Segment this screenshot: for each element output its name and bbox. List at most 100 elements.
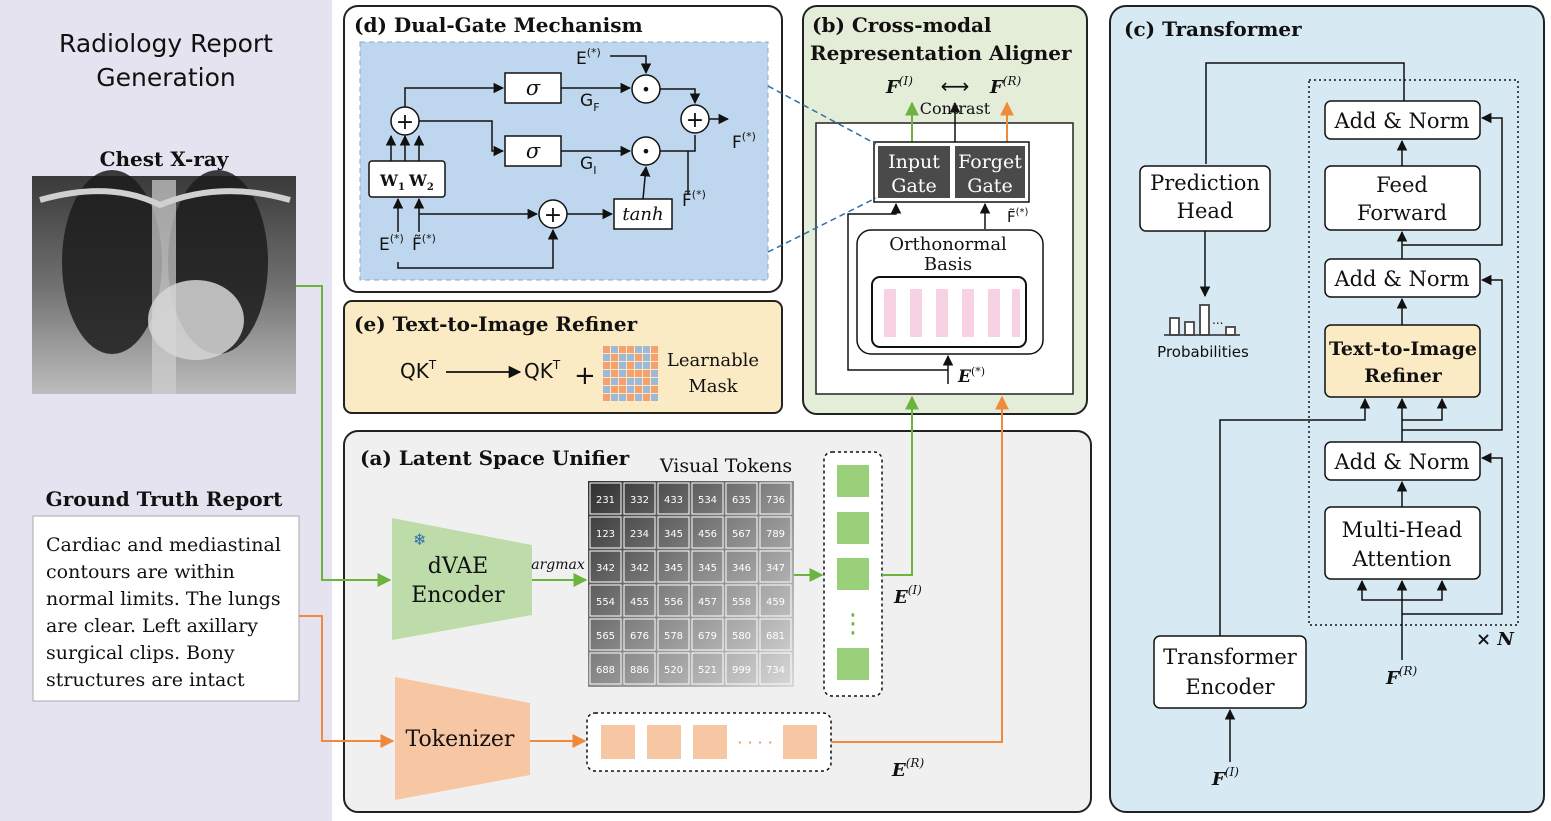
e-image-label: E(I) — [893, 583, 922, 608]
panel-d-title: (d) Dual-Gate Mechanism — [354, 13, 643, 37]
mask-cell — [651, 346, 658, 353]
mask-cell — [619, 378, 626, 385]
visual-token-value: 345 — [664, 529, 683, 540]
visual-token-cell — [589, 584, 622, 617]
mask-cell — [611, 378, 618, 385]
text-embedding-cells — [601, 725, 817, 759]
left-heading-line2: Generation — [96, 63, 235, 92]
feed-forward-label-1: Feed — [1376, 173, 1428, 197]
svg-text:•: • — [641, 142, 650, 161]
mask-cell — [651, 386, 658, 393]
mask-cell — [643, 378, 650, 385]
basis-label-1: Orthonormal — [889, 234, 1007, 255]
visual-token-cell — [759, 516, 792, 549]
report-box — [32, 515, 300, 702]
mask-cell — [651, 354, 658, 361]
f-tilde-input-label: F̃(*) — [412, 232, 436, 255]
visual-token-value: 679 — [698, 631, 717, 642]
visual-token-value: 457 — [698, 597, 717, 608]
mask-cell — [643, 370, 650, 377]
panel-e-refiner — [343, 300, 783, 414]
visual-token-value: 580 — [732, 631, 751, 642]
ground-truth-title: Ground Truth Report — [46, 487, 283, 511]
times-n-label: × N — [1476, 629, 1515, 650]
visual-token-cell — [759, 550, 792, 583]
image-flow-arrow — [296, 285, 392, 587]
visual-token-cell — [725, 516, 758, 549]
horizontal-ellipsis: · · · · — [737, 733, 773, 752]
decoder-to-head-arrow — [1205, 62, 1405, 164]
visual-token-value: 342 — [630, 563, 649, 574]
visual-token-cell — [623, 584, 656, 617]
mask-cell — [627, 362, 634, 369]
mask-cell — [611, 346, 618, 353]
mask-cell — [603, 346, 610, 353]
plus-node-left: + — [390, 106, 420, 136]
mask-cell — [651, 394, 658, 401]
visual-token-value: 578 — [664, 631, 683, 642]
visual-token-value: 346 — [732, 563, 751, 574]
mask-label-line1: Learnable — [667, 350, 759, 371]
mask-cell — [619, 346, 626, 353]
multiply-node-input: • — [631, 136, 661, 166]
visual-token-cell — [725, 482, 758, 515]
mask-cell — [619, 354, 626, 361]
f-report-label: F(R) — [989, 74, 1021, 98]
refiner-label-1: Text-to-Image — [1329, 338, 1477, 360]
forget-gate-box — [955, 146, 1025, 198]
tokenizer-label: Tokenizer — [406, 727, 515, 752]
sigma-label: σ — [526, 139, 541, 163]
sigma-label: σ — [526, 76, 541, 100]
input-gate-label-1: Input — [888, 151, 940, 173]
visual-token-cell — [657, 516, 690, 549]
visual-token-value: 521 — [698, 665, 717, 676]
mask-cell — [635, 354, 642, 361]
visual-token-value: 734 — [766, 665, 785, 676]
mask-cell — [651, 378, 658, 385]
visual-token-cell — [691, 618, 724, 651]
mha-label-1: Multi-Head — [1342, 518, 1463, 542]
e-report-label: E(R) — [891, 756, 924, 781]
visual-token-cell — [725, 584, 758, 617]
probabilities-dots: ... — [1212, 313, 1223, 327]
mask-cell — [603, 394, 610, 401]
multiply-node-forget: • — [631, 74, 661, 104]
visual-token-value: 567 — [732, 529, 751, 540]
report-line: normal limits. The lungs — [46, 588, 281, 610]
probabilities-chart-icon — [1164, 304, 1240, 336]
visual-token-value: 554 — [596, 597, 615, 608]
transformer-encoder-box — [1153, 635, 1307, 709]
visual-token-cell — [759, 652, 792, 685]
add-norm-label: Add & Norm — [1333, 450, 1469, 474]
mask-cell — [603, 378, 610, 385]
visual-token-cell — [623, 516, 656, 549]
visual-token-cell — [589, 652, 622, 685]
prediction-head-label-2: Head — [1177, 199, 1234, 223]
visual-token-value: 455 — [630, 597, 649, 608]
qk-left: QKT — [400, 358, 437, 383]
visual-token-cell — [589, 618, 622, 651]
probabilities-label: Probabilities — [1157, 343, 1249, 361]
visual-token-cell — [691, 652, 724, 685]
mask-cell — [611, 370, 618, 377]
visual-token-cell — [759, 618, 792, 651]
mask-cell — [643, 346, 650, 353]
panel-d-connectors — [385, 55, 730, 269]
mask-label-line2: Mask — [688, 376, 738, 397]
visual-token-value: 676 — [630, 631, 649, 642]
weights-box — [368, 160, 446, 198]
visual-token-value: 886 — [630, 665, 649, 676]
mask-cell — [635, 370, 642, 377]
vertical-ellipsis: ⋮ — [840, 609, 866, 639]
visual-token-value: 635 — [732, 495, 751, 506]
panel-e-title: (e) Text-to-Image Refiner — [354, 312, 638, 336]
visual-token-value: 999 — [732, 665, 751, 676]
visual-token-value: 456 — [698, 529, 717, 540]
mha-label-2: Attention — [1352, 547, 1452, 571]
mask-cell — [627, 370, 634, 377]
mask-cell — [643, 354, 650, 361]
report-line: structures are intact — [46, 669, 245, 691]
mask-cell — [619, 362, 626, 369]
encoder-label-1: Transformer — [1163, 645, 1298, 669]
visual-token-value: 345 — [698, 563, 717, 574]
